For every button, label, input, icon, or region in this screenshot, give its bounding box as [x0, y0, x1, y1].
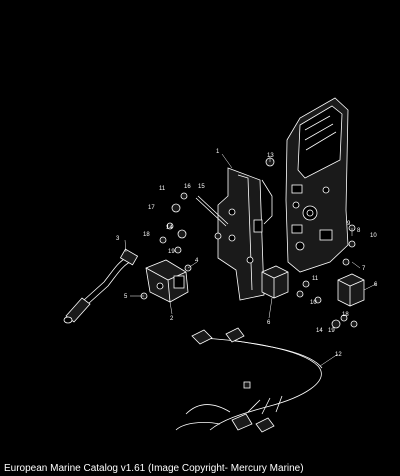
callout-15: 15 — [198, 184, 205, 190]
callout-10b: 10 — [310, 300, 317, 306]
hardware-left — [140, 192, 229, 300]
callout-12: 12 — [335, 352, 342, 358]
callout-11b: 11 — [312, 276, 319, 282]
ignition-coil — [145, 259, 189, 303]
callout-14a: 14 — [166, 225, 173, 231]
callout-8: 8 — [357, 228, 361, 234]
callout-9: 9 — [347, 221, 351, 227]
callout-6a: 6 — [267, 320, 271, 326]
callout-13: 13 — [267, 153, 274, 159]
mounting-bracket — [217, 167, 273, 301]
callouts: 1 2 3 4 5 6 6 7 8 9 10 10 11 11 12 13 14… — [116, 149, 378, 358]
callout-4: 4 — [195, 258, 199, 264]
callout-16: 16 — [184, 184, 191, 190]
callout-18a: 18 — [143, 232, 150, 238]
callout-6b: 6 — [374, 282, 378, 288]
callout-19b: 19 — [328, 328, 335, 334]
spark-plug-lead — [63, 248, 139, 324]
hardware-right — [265, 157, 358, 329]
callout-1: 1 — [216, 149, 220, 155]
callout-2: 2 — [170, 316, 174, 322]
callout-7: 7 — [362, 266, 366, 272]
callout-3: 3 — [116, 236, 120, 242]
callout-17: 17 — [148, 205, 155, 211]
control-module — [285, 97, 349, 273]
callout-10a: 10 — [370, 233, 377, 239]
leader-lines — [124, 153, 377, 367]
callout-14b: 14 — [316, 328, 323, 334]
callout-18b: 18 — [342, 312, 349, 318]
callout-11a: 11 — [159, 186, 166, 192]
callout-19a: 19 — [168, 249, 175, 255]
relay-left — [261, 265, 289, 299]
callout-5: 5 — [124, 294, 128, 300]
relay-right — [337, 273, 365, 307]
wiring-harness — [175, 327, 323, 433]
image-caption: European Marine Catalog v1.61 (Image Cop… — [4, 463, 304, 474]
